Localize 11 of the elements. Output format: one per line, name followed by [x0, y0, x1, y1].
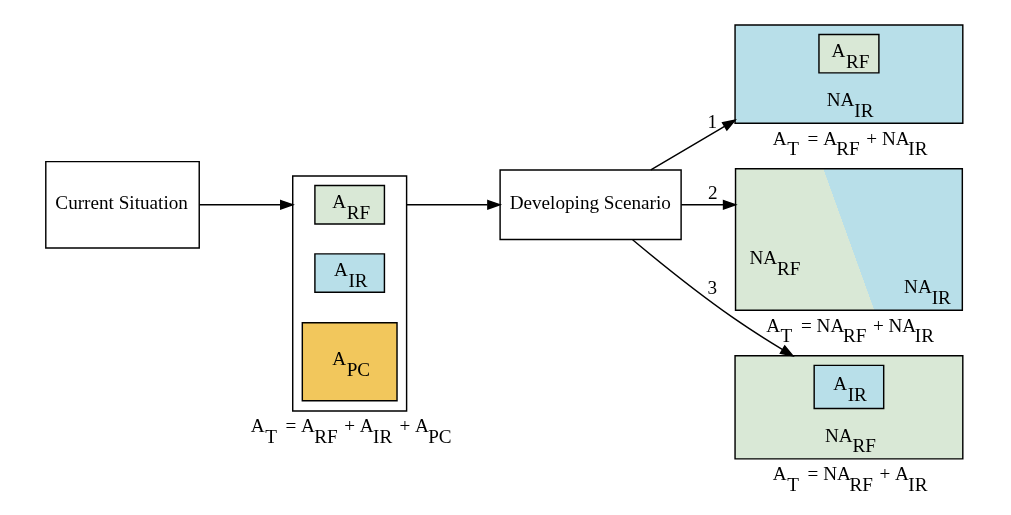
cluster	[292, 175, 408, 412]
edge-label: 3	[707, 277, 718, 299]
arrow	[650, 119, 737, 171]
node-box: Developing Scenario	[499, 169, 682, 241]
arrow	[405, 199, 503, 210]
edge-label: 1	[707, 110, 718, 132]
arrow	[680, 199, 738, 210]
arrow	[198, 199, 295, 210]
edge-label: 2	[708, 181, 718, 203]
node-box: Current Situation	[45, 160, 200, 249]
arrow	[631, 239, 795, 357]
